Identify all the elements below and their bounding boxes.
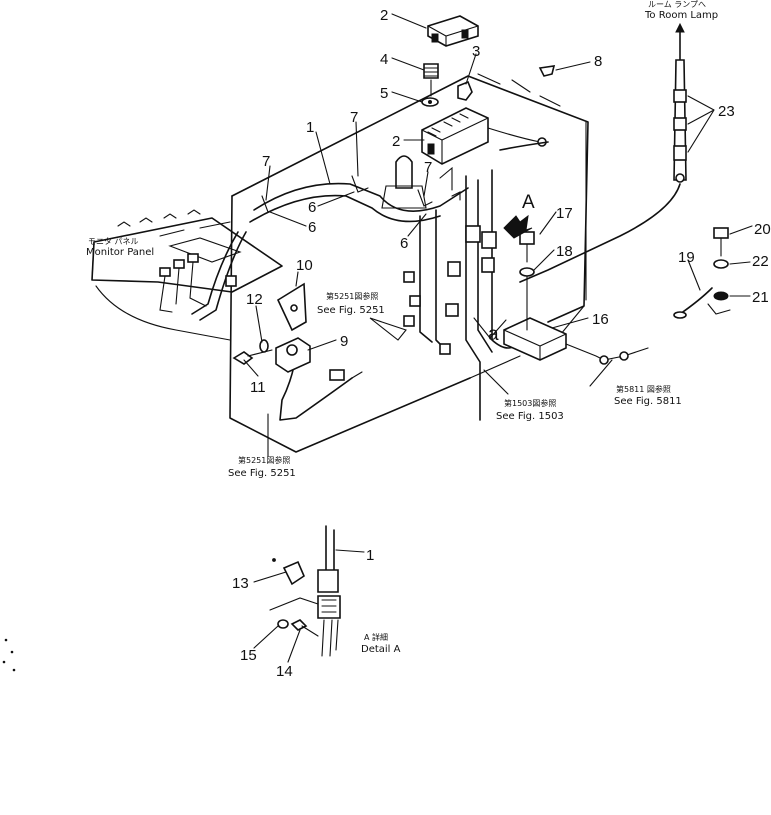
label-part-11: 11: [250, 379, 266, 396]
fig5251-lower-jp: 第5251図参照: [238, 455, 290, 465]
washer-part-21: [707, 291, 731, 315]
main-wire-harness-part-1: [159, 141, 549, 421]
label-part-6-c: 6: [400, 235, 408, 252]
detail-a-drawing: [269, 525, 341, 657]
monitor-panel-jp: モニタ パネル: [88, 237, 139, 246]
bolt-part-20: [713, 227, 729, 257]
fig5251-lower-note: See Fig. 5251: [228, 468, 296, 479]
label-part-13: 13: [232, 575, 249, 592]
label-section-a: a: [488, 324, 499, 345]
label-part-19: 19: [678, 249, 695, 266]
part-number-labels: 2 4 5 3 8 2 1 7 7 7 6 6 6 23 17 18 16 20…: [232, 7, 771, 680]
room-lamp-note: To Room Lamp: [644, 10, 718, 21]
label-part-7-c: 7: [424, 159, 432, 176]
bolt-part-17: [519, 231, 535, 263]
bracket-part-10: [276, 282, 307, 332]
detail-a-note: Detail A: [361, 644, 401, 655]
fig5811-jp: 第5811 図参照: [616, 384, 671, 394]
label-part-9: 9: [340, 333, 348, 350]
fig5251-upper-note: See Fig. 5251: [317, 305, 385, 316]
label-part-7-b: 7: [350, 109, 358, 126]
label-part-5: 5: [380, 85, 388, 102]
label-part-22: 22: [752, 253, 769, 270]
label-part-14: 14: [276, 663, 293, 680]
bolt-part-4: [423, 63, 439, 97]
label-part-10: 10: [296, 257, 313, 274]
bolt-part-11: [232, 349, 273, 365]
label-part-7-a: 7: [262, 153, 270, 170]
label-part-1: 1: [306, 119, 314, 136]
lower-wiring: [267, 317, 407, 457]
washer-part-18: [519, 267, 535, 331]
scan-speckle: [2, 638, 16, 672]
label-part-17: 17: [556, 205, 573, 222]
label-part-2-top: 2: [380, 7, 388, 24]
label-part-23: 23: [718, 103, 735, 120]
cap-part-8: [538, 65, 556, 77]
label-part-2-mid: 2: [392, 133, 400, 150]
washer-part-12: [259, 339, 269, 353]
monitor-panel-note: Monitor Panel: [86, 247, 154, 258]
washer-part-22: [713, 259, 729, 269]
label-part-4: 4: [380, 51, 388, 68]
fig5811-note: See Fig. 5811: [614, 396, 682, 407]
clip-part-3: [457, 80, 473, 101]
label-part-16: 16: [592, 311, 609, 328]
label-part-21: 21: [752, 289, 769, 306]
cab-panel-body: [91, 73, 589, 453]
view-a-arrow: [503, 214, 533, 239]
detail-a-jp: A 詳細: [364, 632, 388, 642]
label-part-8: 8: [594, 53, 602, 70]
label-part-1-detail: 1: [366, 547, 374, 564]
label-part-15: 15: [240, 647, 257, 664]
label-part-6-b: 6: [308, 219, 316, 236]
cover-part-2: [427, 15, 479, 47]
fig1503-jp: 第1503図参照: [504, 398, 556, 408]
room-lamp-connectors: [519, 22, 687, 283]
label-part-20: 20: [754, 221, 771, 238]
fuse-box-part-2: [421, 107, 547, 165]
label-part-12: 12: [246, 291, 263, 308]
fig5251-upper-jp: 第5251図参照: [326, 291, 378, 301]
relay-part-9: [275, 337, 311, 373]
fig1503-note: See Fig. 1503: [496, 411, 564, 422]
leader-lines: [243, 13, 753, 663]
wire-part-19: [673, 287, 713, 319]
room-lamp-jp: ルーム ランプへ: [648, 0, 706, 9]
label-view-a: A: [522, 192, 535, 213]
label-part-3: 3: [472, 43, 480, 60]
reference-notes: ルーム ランプへ To Room Lamp モニタ パネル Monitor Pa…: [86, 0, 718, 655]
washer-part-5: [421, 97, 439, 107]
label-part-18: 18: [556, 243, 573, 260]
label-part-6-a: 6: [308, 199, 316, 216]
part-16-unit: [503, 317, 649, 365]
